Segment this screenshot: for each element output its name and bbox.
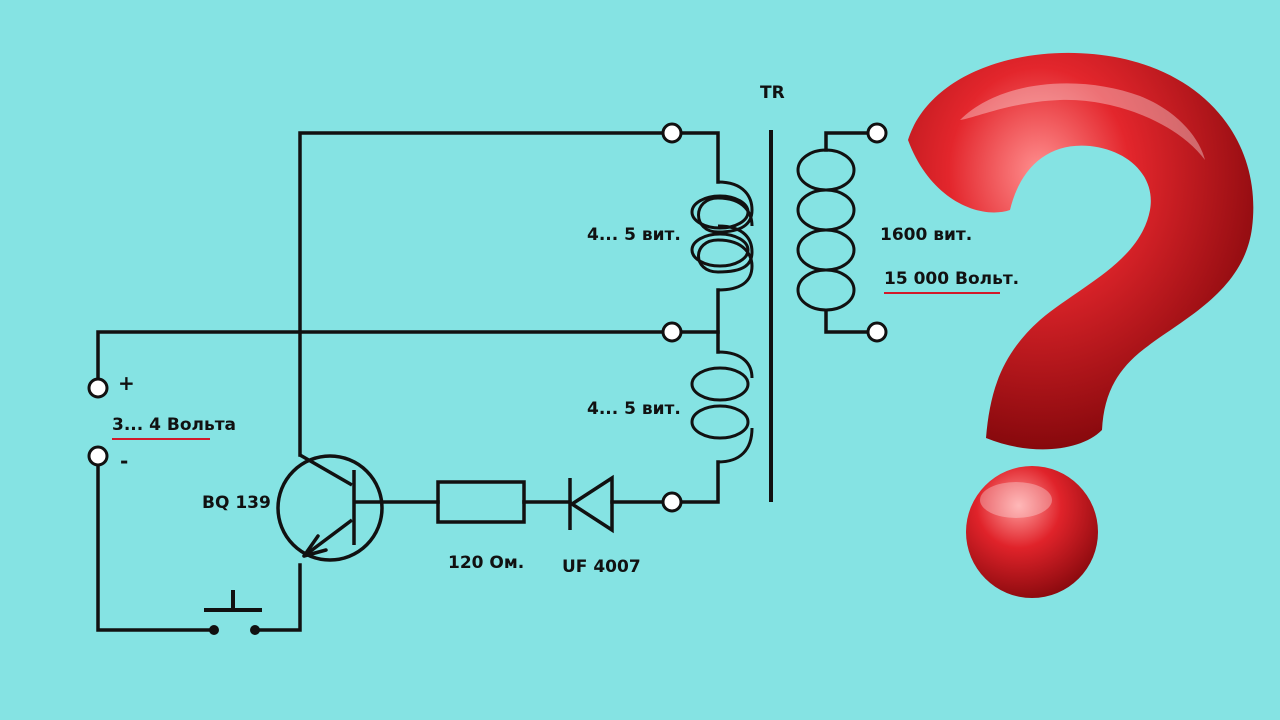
- transistor-symbol: [276, 453, 384, 562]
- wire-secondary-bottom: [824, 310, 870, 334]
- wire-secondary-top: [824, 131, 870, 152]
- label-supply-plus: +: [118, 371, 135, 395]
- wire-minus-rail: [96, 464, 212, 632]
- label-primary-bottom-turns: 4... 5 вит.: [587, 399, 681, 419]
- wires: [96, 131, 870, 632]
- resistor-symbol: [436, 480, 526, 524]
- terminal-primary-center: [661, 321, 683, 343]
- terminal-supply-plus: [87, 377, 109, 399]
- primary-coil-top: [690, 180, 754, 292]
- terminal-primary-top: [661, 122, 683, 144]
- label-diode: UF 4007: [562, 557, 641, 577]
- wire-switch-emitter: [256, 563, 302, 632]
- terminals: [87, 122, 888, 513]
- label-transformer: TR: [760, 83, 785, 103]
- label-secondary-turns: 1600 вит.: [880, 225, 972, 245]
- terminal-primary-bottom: [661, 491, 683, 513]
- label-primary-top-turns: 4... 5 вит.: [587, 225, 681, 245]
- secondary-coil: [796, 148, 856, 312]
- diode-symbol: [568, 474, 614, 534]
- label-transistor: BQ 139: [202, 493, 271, 513]
- wire-collector-top: [298, 131, 664, 457]
- label-supply-minus: -: [120, 449, 128, 473]
- wire-plus-rail: [96, 330, 664, 380]
- question-mark-icon: [908, 52, 1254, 598]
- wire-coil-bottom: [680, 460, 720, 504]
- label-output-voltage: 15 000 Вольт.: [884, 269, 1019, 289]
- primary-coil-bottom: [690, 350, 754, 464]
- label-resistor: 120 Ом.: [448, 553, 524, 573]
- push-button-symbol: [204, 590, 262, 635]
- terminal-supply-minus: [87, 445, 109, 467]
- terminal-secondary-top: [866, 122, 888, 144]
- label-supply-voltage: 3... 4 Вольта: [112, 415, 236, 435]
- terminal-secondary-bottom: [866, 321, 888, 343]
- wire-coil-top: [680, 131, 720, 184]
